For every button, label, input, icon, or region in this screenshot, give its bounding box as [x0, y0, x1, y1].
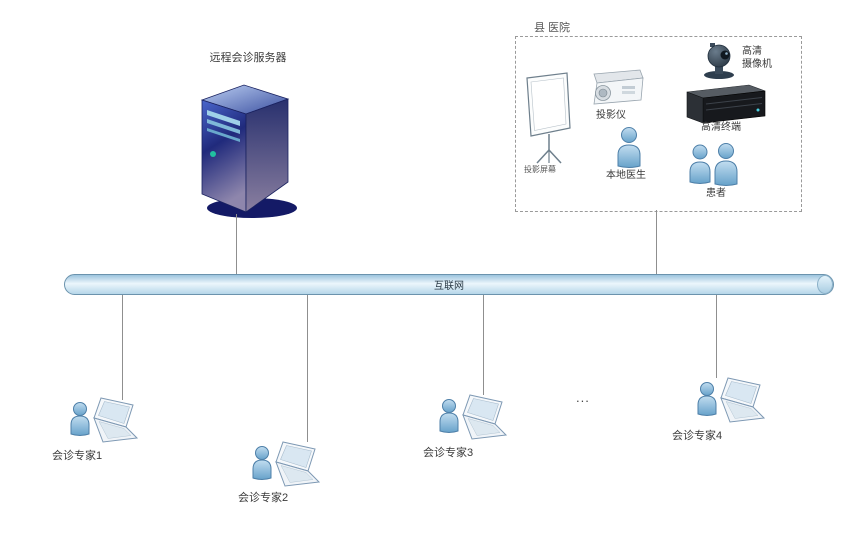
expert1-label: 会诊专家1: [52, 450, 103, 462]
hospital-title: 县 医院: [534, 22, 571, 34]
connector-expert3: [483, 295, 484, 395]
hd-terminal-icon: [684, 82, 768, 124]
expert2-label: 会诊专家2: [238, 492, 289, 504]
patients-icon: [686, 140, 744, 188]
projection-screen-label: 投影屏幕: [524, 165, 556, 174]
hd-camera-label: 高清 摄像机: [742, 46, 772, 70]
expert4-label: 会诊专家4: [672, 430, 723, 442]
local-doctor-label: 本地医生: [606, 170, 646, 181]
ellipsis: ...: [576, 390, 590, 405]
internet-label: 互联网: [434, 281, 464, 292]
expert3-label: 会诊专家3: [423, 447, 474, 459]
projection-screen-icon: [521, 70, 575, 166]
patients-label: 患者: [706, 188, 726, 199]
connector-expert2: [307, 295, 308, 442]
remote-consultation-server-icon: [188, 72, 300, 220]
server-label: 远程会诊服务器: [209, 52, 287, 64]
connector-server-internet: [236, 214, 237, 274]
expert2-workstation-icon: [250, 440, 326, 492]
local-doctor-icon: [614, 126, 644, 168]
hd-camera-icon: [698, 42, 740, 80]
cylinder-end-cap: [817, 275, 833, 294]
hd-terminal-label: 高清终端: [701, 122, 741, 133]
projector-label: 投影仪: [596, 110, 626, 121]
connector-expert4: [716, 295, 717, 378]
projector-icon: [584, 66, 646, 108]
expert4-workstation-icon: [695, 376, 771, 428]
expert3-workstation-icon: [437, 393, 513, 445]
connector-expert1: [122, 295, 123, 400]
expert1-workstation-icon: [68, 396, 144, 448]
internet-bar: 互联网: [64, 274, 834, 295]
connector-hospital-internet: [656, 210, 657, 274]
